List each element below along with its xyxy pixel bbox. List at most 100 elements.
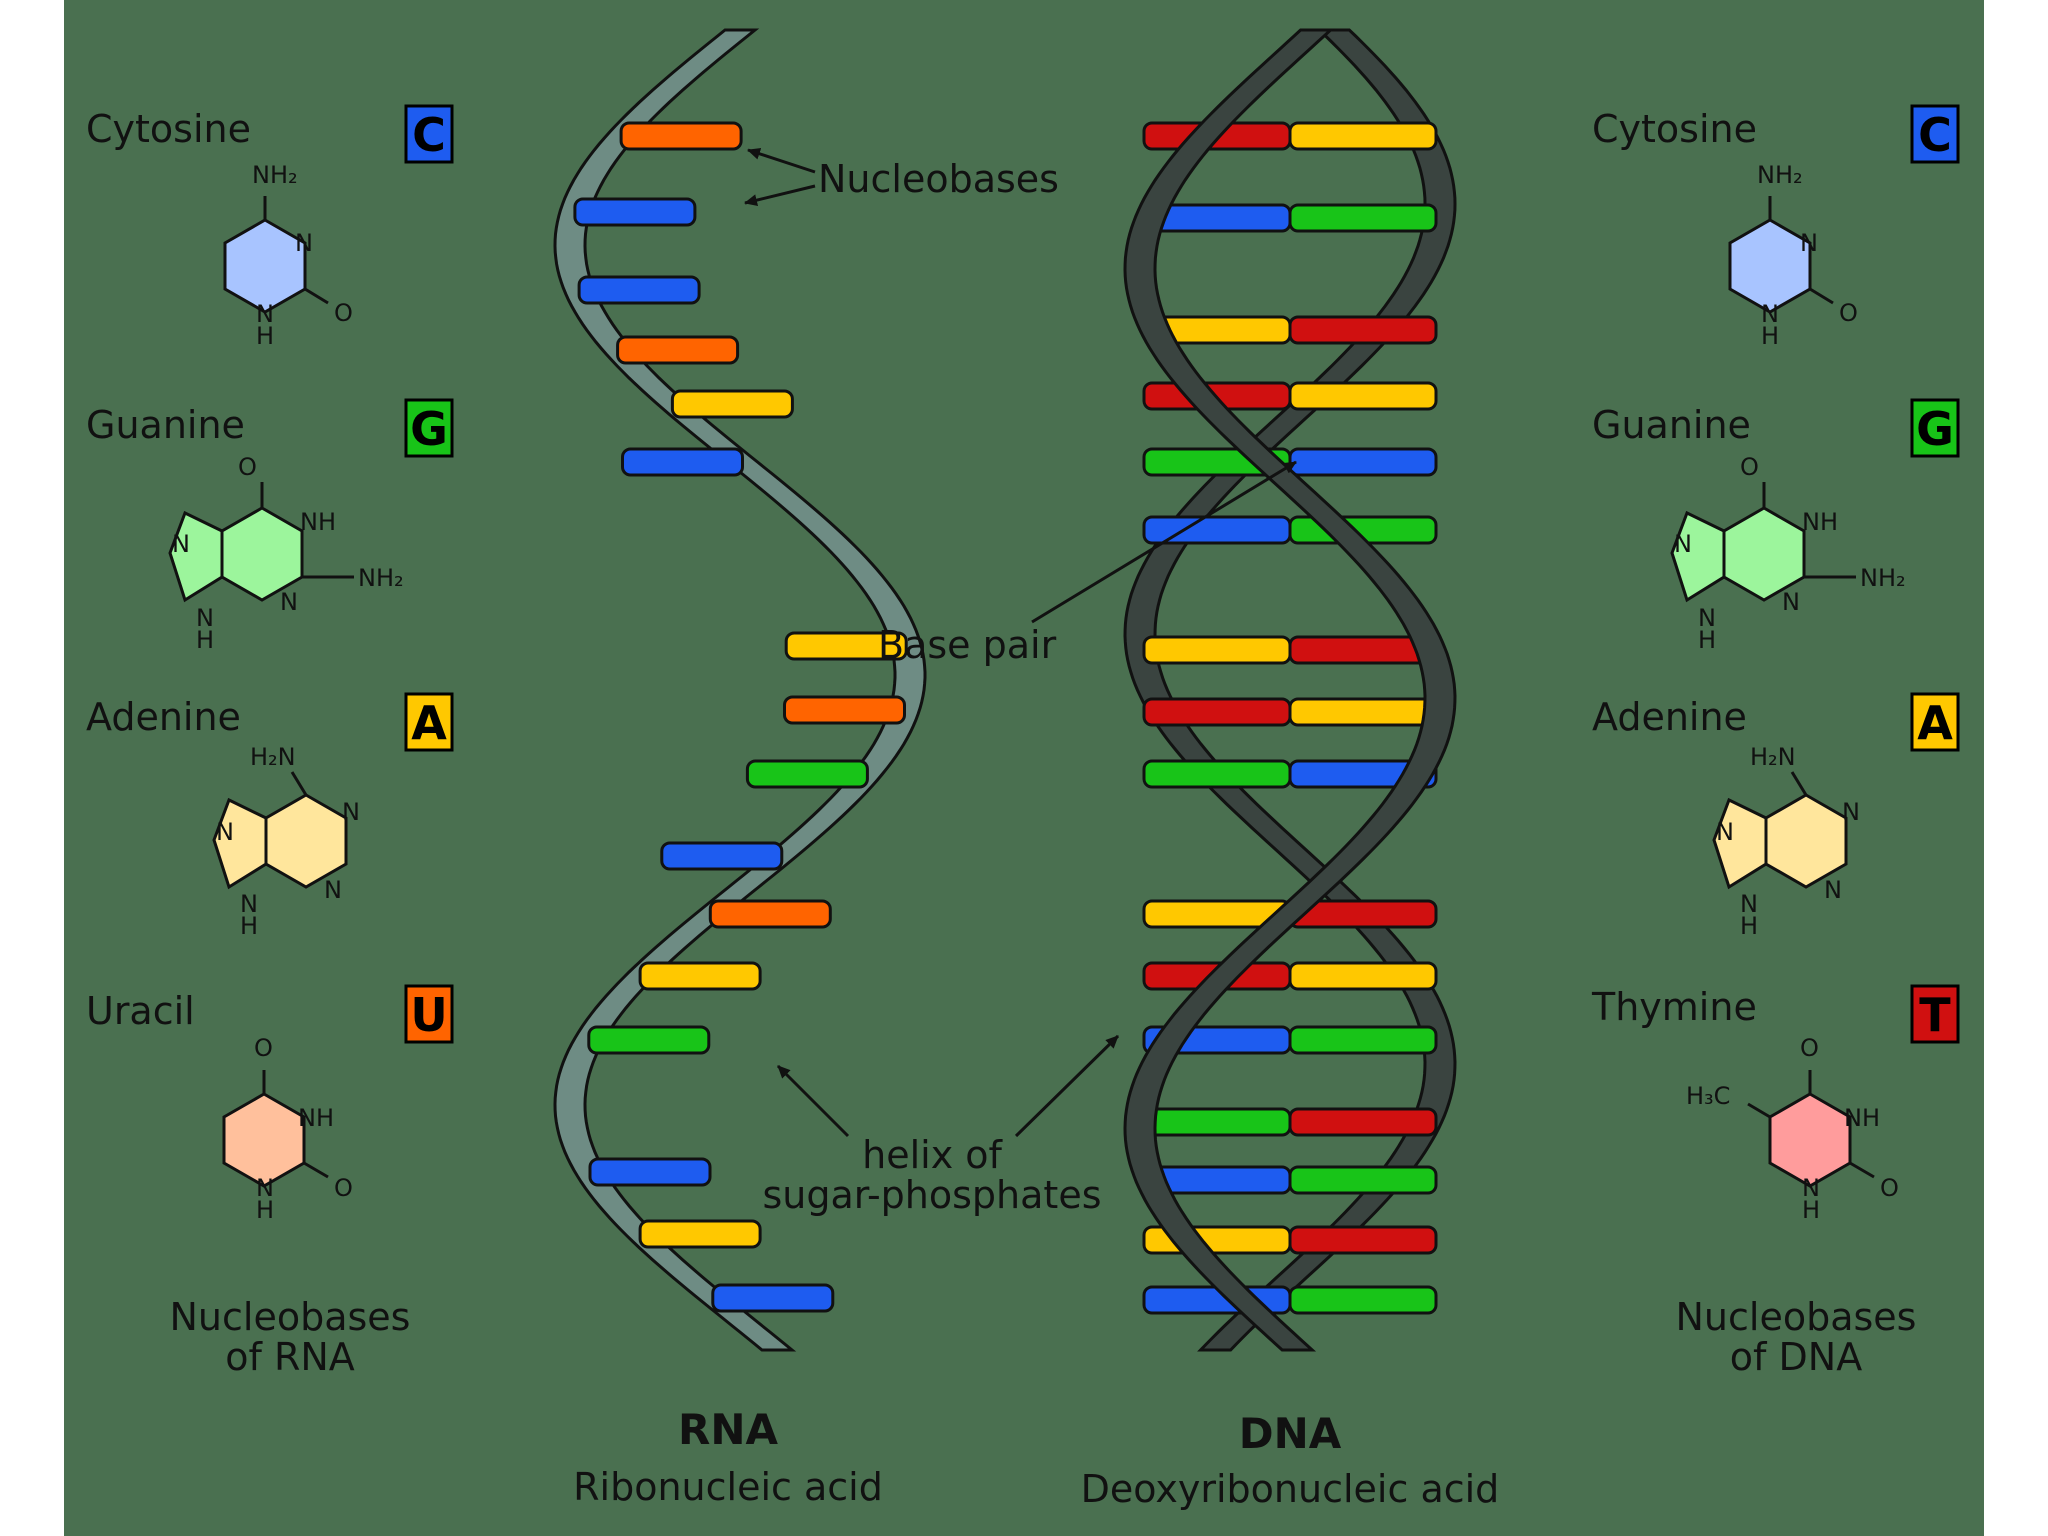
rna-nucleobase bbox=[573, 197, 697, 227]
dna-adenine-structure: H₂N N N N N H bbox=[1712, 743, 1860, 940]
dna-adenine-badge bbox=[1910, 692, 1960, 752]
svg-text:O: O bbox=[1839, 299, 1858, 327]
dna-base-left bbox=[1142, 1107, 1292, 1137]
svg-text:O: O bbox=[238, 453, 257, 481]
nucleobases-arrow-1 bbox=[747, 148, 816, 174]
rna-nucleobase bbox=[745, 759, 869, 789]
base-pair-annotation: Base pair bbox=[878, 623, 1057, 667]
dna-helix bbox=[1123, 28, 1457, 1352]
svg-text:N: N bbox=[295, 229, 313, 257]
dna-guanine-letter: G bbox=[1916, 402, 1954, 456]
rna-cytosine-letter: C bbox=[412, 108, 446, 162]
rna-nucleobase bbox=[711, 1283, 835, 1313]
rna-helix bbox=[553, 28, 927, 1352]
rna-uracil-structure: O NH N H O bbox=[222, 1034, 353, 1224]
svg-text:N: N bbox=[1716, 818, 1734, 846]
helix-arrow-rna bbox=[776, 1064, 850, 1138]
rna-nucleobase bbox=[638, 1219, 762, 1249]
svg-text:NH₂: NH₂ bbox=[1860, 564, 1906, 592]
svg-text:NH₂: NH₂ bbox=[358, 564, 404, 592]
svg-text:H: H bbox=[256, 322, 274, 350]
dna-base-right bbox=[1288, 203, 1438, 233]
dna-legend-caption-line2: of DNA bbox=[1730, 1335, 1862, 1379]
svg-text:H: H bbox=[196, 626, 214, 654]
dna-cytosine-structure: NH₂ N N H O bbox=[1728, 161, 1858, 350]
dna-adenine-letter: A bbox=[1917, 696, 1953, 750]
rna-title: RNA bbox=[678, 1405, 778, 1454]
svg-text:H: H bbox=[256, 1196, 274, 1224]
rna-cytosine-badge bbox=[404, 104, 454, 164]
svg-text:N: N bbox=[240, 890, 258, 918]
rna-nucleobase bbox=[577, 275, 701, 305]
rna-nucleobase bbox=[587, 1025, 711, 1055]
svg-text:NH₂: NH₂ bbox=[252, 161, 298, 189]
svg-text:H: H bbox=[1698, 626, 1716, 654]
rna-adenine-label: Adenine bbox=[86, 695, 241, 739]
rna-nucleobase bbox=[783, 695, 906, 725]
svg-text:N: N bbox=[342, 798, 360, 826]
dna-cytosine-badge bbox=[1910, 104, 1960, 164]
svg-text:N: N bbox=[1802, 1174, 1820, 1202]
svg-text:O: O bbox=[334, 299, 353, 327]
dna-thymine-letter: T bbox=[1919, 988, 1951, 1042]
dna-base-right bbox=[1288, 315, 1438, 345]
dna-base-right bbox=[1288, 1165, 1438, 1195]
dna-base-right bbox=[1288, 1225, 1438, 1255]
svg-text:N: N bbox=[1698, 604, 1716, 632]
rna-nucleobase bbox=[638, 961, 762, 991]
svg-text:NH₂: NH₂ bbox=[1757, 161, 1803, 189]
rna-nucleobase bbox=[660, 841, 784, 871]
dna-cytosine-letter: C bbox=[1918, 108, 1952, 162]
svg-text:H: H bbox=[1761, 322, 1779, 350]
dna-thymine-badge bbox=[1910, 984, 1960, 1044]
nucleobases-annotation: Nucleobases bbox=[818, 157, 1059, 201]
annotations: Nucleobases Base pair helix of sugar-pho… bbox=[573, 148, 1499, 1511]
svg-text:N: N bbox=[216, 818, 234, 846]
rna-guanine-structure: O NH NH₂ N N N H bbox=[168, 453, 404, 654]
svg-text:O: O bbox=[1880, 1174, 1899, 1202]
base-pair-arrow bbox=[1031, 460, 1297, 624]
svg-text:N: N bbox=[1824, 876, 1842, 904]
dna-base-right bbox=[1288, 961, 1438, 991]
svg-text:H₂N: H₂N bbox=[1750, 743, 1796, 771]
dna-guanine-badge bbox=[1910, 398, 1960, 458]
rna-uracil-label: Uracil bbox=[86, 989, 195, 1033]
svg-text:NH: NH bbox=[1802, 508, 1838, 536]
svg-text:N: N bbox=[324, 876, 342, 904]
dna-thymine-structure: O NH H₃C N H O bbox=[1686, 1034, 1899, 1224]
svg-text:N: N bbox=[256, 1174, 274, 1202]
diagram-background bbox=[64, 0, 1984, 1536]
svg-text:N: N bbox=[1782, 588, 1800, 616]
dna-title: DNA bbox=[1239, 1409, 1342, 1458]
rna-adenine-structure: H₂N N N N N H bbox=[212, 743, 360, 940]
svg-text:N: N bbox=[1740, 890, 1758, 918]
dna-base-right bbox=[1288, 121, 1438, 151]
svg-text:O: O bbox=[1800, 1034, 1819, 1062]
rna-guanine-badge bbox=[404, 398, 454, 458]
svg-text:H: H bbox=[1740, 912, 1758, 940]
svg-text:NH: NH bbox=[300, 508, 336, 536]
rna-legend-caption-line1: Nucleobases bbox=[170, 1295, 411, 1339]
svg-text:O: O bbox=[1740, 453, 1759, 481]
dna-base-right bbox=[1288, 697, 1438, 727]
svg-text:N: N bbox=[196, 604, 214, 632]
dna-thymine-label: Thymine bbox=[1591, 985, 1757, 1029]
svg-text:O: O bbox=[334, 1174, 353, 1202]
rna-adenine-badge bbox=[404, 692, 454, 752]
svg-text:H₃C: H₃C bbox=[1686, 1082, 1730, 1110]
dna-base-left bbox=[1142, 759, 1292, 789]
svg-text:H: H bbox=[240, 912, 258, 940]
svg-text:N: N bbox=[280, 588, 298, 616]
rna-cytosine-label: Cytosine bbox=[86, 107, 251, 151]
dna-adenine-label: Adenine bbox=[1592, 695, 1747, 739]
rna-nucleobase bbox=[616, 335, 740, 365]
rna-nucleobase bbox=[708, 899, 832, 929]
rna-uracil-letter: U bbox=[410, 988, 447, 1042]
rna-nucleobase bbox=[784, 631, 908, 661]
svg-text:N: N bbox=[172, 530, 190, 558]
rna-subtitle: Ribonucleic acid bbox=[573, 1465, 883, 1509]
dna-legend-caption-line1: Nucleobases bbox=[1676, 1295, 1917, 1339]
helix-annotation-line2: sugar-phosphates bbox=[762, 1173, 1101, 1217]
svg-text:NH: NH bbox=[1844, 1104, 1880, 1132]
